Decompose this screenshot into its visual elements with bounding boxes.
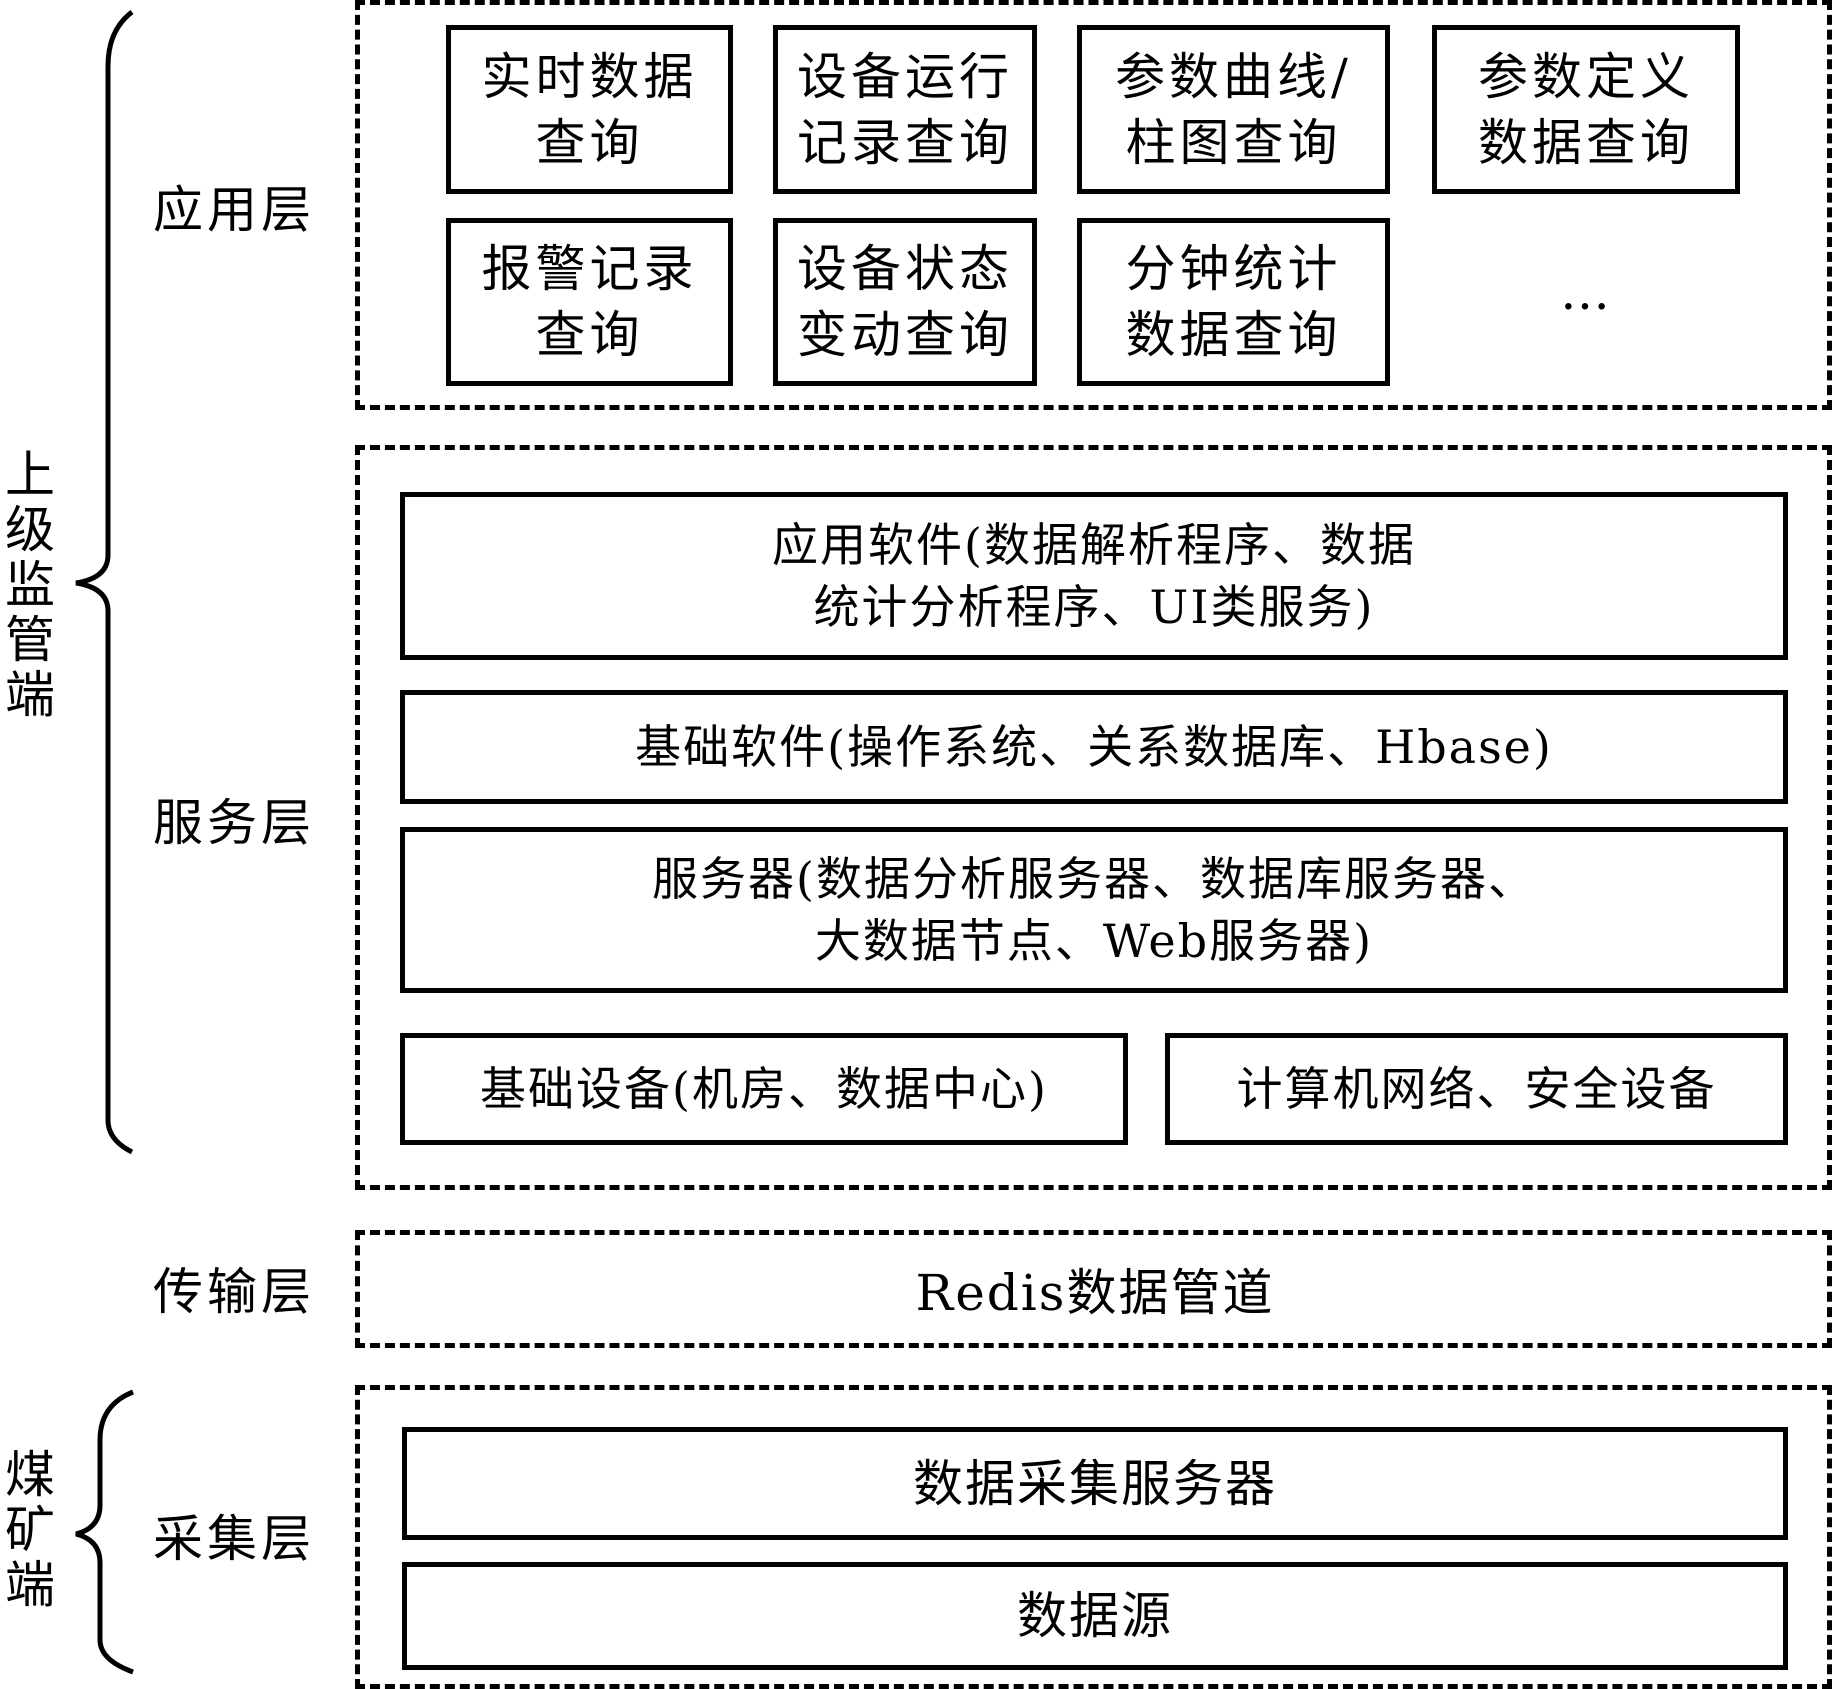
servers-box: 服务器(数据分析服务器、数据库服务器、 大数据节点、Web服务器) [400,827,1788,993]
data-source-box: 数据源 [402,1562,1788,1670]
more-modules-ellipsis: … [1560,263,1612,321]
service-layer-label: 服务层 [153,794,315,852]
mine-brace [75,1389,134,1675]
application-layer-label: 应用层 [153,181,315,239]
service-layer-container [355,445,1832,1190]
upper-brace [75,10,134,1155]
infrastructure-box: 基础设备(机房、数据中心) [400,1033,1128,1145]
module-parameter-definition-query: 参数定义 数据查询 [1432,25,1740,194]
upper-supervision-label: 上级监管端 [5,446,55,724]
module-alarm-record-query: 报警记录 查询 [446,218,733,386]
redis-pipeline-label: Redis数据管道 [915,1264,1275,1322]
module-minute-statistics-query: 分钟统计 数据查询 [1077,218,1390,386]
base-software-box: 基础软件(操作系统、关系数据库、Hbase) [400,690,1788,804]
application-software-box: 应用软件(数据解析程序、数据 统计分析程序、UI类服务) [400,492,1788,660]
module-equipment-run-record-query: 设备运行 记录查询 [773,25,1037,194]
network-security-box: 计算机网络、安全设备 [1165,1033,1788,1145]
application-layer-container [355,0,1832,410]
data-collection-server-box: 数据采集服务器 [402,1427,1788,1540]
module-equipment-status-change-query: 设备状态 变动查询 [773,218,1037,386]
transport-layer-container [355,1230,1832,1348]
collection-layer-container [355,1385,1832,1689]
module-parameter-curve-chart-query: 参数曲线/ 柱图查询 [1077,25,1390,194]
transport-layer-label: 传输层 [153,1263,315,1321]
module-realtime-data-query: 实时数据 查询 [446,25,733,194]
coal-mine-label: 煤矿端 [5,1446,55,1614]
collection-layer-label: 采集层 [153,1510,315,1568]
